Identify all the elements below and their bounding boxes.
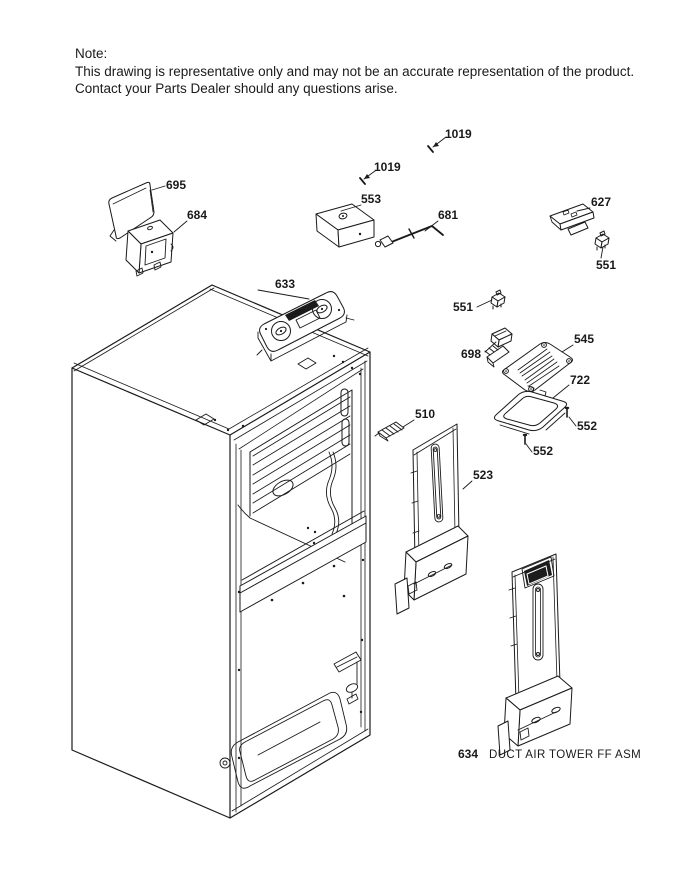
part-label-627: 627 [591, 195, 611, 209]
freezer-drain-bracket [333, 651, 362, 705]
part-label-552-b: 552 [533, 444, 553, 458]
part-551-sensor-clip [594, 230, 610, 251]
note-line-2: Contact your Parts Dealer should any que… [75, 81, 398, 96]
leader-553 [340, 204, 362, 212]
part-label-551-b: 551 [453, 300, 473, 314]
part-label-684: 684 [187, 208, 207, 222]
note-block: Note: This drawing is representative onl… [75, 46, 634, 96]
frame-screw-holes [213, 354, 365, 760]
part-722-gasket-tray [493, 385, 568, 435]
leader-1019-a [432, 136, 447, 148]
drain-tube [330, 451, 340, 535]
part-551-sensor-clip [490, 289, 506, 310]
top-panel-cutouts [195, 357, 317, 426]
part-label-1019-b: 1019 [374, 160, 401, 174]
leader-698 [484, 341, 497, 353]
part-684-board-bracket [125, 219, 174, 277]
part-681-wire-harness [374, 225, 444, 248]
part-label-633: 633 [275, 277, 295, 291]
part-695-cover-panel [108, 181, 155, 242]
part-553-cover-box [315, 203, 375, 248]
part-634-duct-air-tower [497, 553, 573, 756]
leader-1019-b [363, 170, 376, 180]
part-label-695: 695 [166, 178, 186, 192]
part-label-510: 510 [415, 407, 435, 421]
leader-545 [561, 344, 574, 353]
air-vent-slot [341, 418, 350, 447]
leader-633 [257, 289, 310, 300]
part-698-clip-bracket [490, 327, 513, 348]
note-line-1: This drawing is representative only and … [75, 64, 634, 79]
part-label-545: 545 [574, 332, 594, 346]
leader-627 [576, 207, 591, 212]
part-633-damper-assembly [256, 291, 355, 362]
part-label-552-a: 552 [577, 419, 597, 433]
leader-552-b [525, 443, 533, 453]
part-label-681: 681 [438, 208, 458, 222]
leader-551-b [476, 299, 493, 308]
freezer-divider [239, 510, 367, 613]
part-label-553: 553 [361, 192, 381, 206]
drain-tube [326, 451, 336, 535]
assembly-number: 634 [458, 747, 478, 761]
part-label-1019-a: 1019 [445, 127, 472, 141]
note-title: Note: [75, 46, 107, 61]
part-627-bracket [549, 203, 595, 236]
leader-552-a [568, 416, 577, 427]
leader-681 [424, 220, 439, 232]
back-wall-hole [272, 479, 294, 497]
assembly-name: DUCT AIR TOWER FF ASM [489, 749, 641, 761]
part-523-duct-panel [394, 423, 469, 615]
leader-551-a [600, 246, 604, 259]
part-label-523: 523 [473, 468, 493, 482]
leader-510 [402, 419, 415, 428]
leader-523 [462, 480, 473, 490]
part-label-551-a: 551 [596, 258, 616, 272]
part-label-698: 698 [461, 347, 481, 361]
leader-722 [552, 384, 570, 399]
refrigerator-cabinet-drawing [71, 284, 371, 819]
part-545-control-board [484, 342, 573, 392]
assembly-caption: 634 DUCT AIR TOWER FF ASM [458, 747, 641, 761]
evaporator-coils [252, 396, 351, 514]
part-label-722: 722 [570, 373, 590, 387]
part-552-screw [564, 406, 570, 418]
part-labels: 1019 1019 695 684 553 681 627 551 633 55… [166, 127, 616, 482]
freezer-floor-pan [219, 691, 348, 789]
leader-695 [151, 185, 166, 191]
leader-lines [151, 136, 604, 490]
part-510-connector [374, 421, 405, 442]
air-vent-slot [340, 388, 349, 417]
leader-684 [173, 220, 188, 233]
part-552-screw [522, 433, 528, 445]
